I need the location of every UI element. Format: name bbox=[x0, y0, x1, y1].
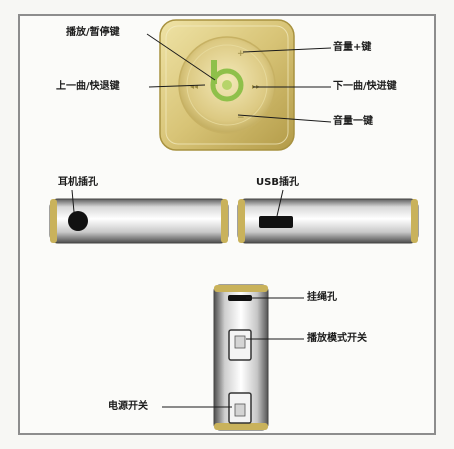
leader-lines-side bbox=[71, 189, 284, 217]
label-play-mode-switch: 播放模式开关 bbox=[307, 333, 367, 344]
usb-port-hole bbox=[259, 216, 293, 228]
label-prev-rewind: 上一曲/快退键 bbox=[56, 81, 120, 92]
label-volume-up: 音量+键 bbox=[333, 42, 372, 53]
label-play-pause: 播放/暂停键 bbox=[66, 27, 120, 38]
label-power-switch: 电源开关 bbox=[108, 401, 148, 412]
front-face: + − ◂◂ ▸▸ bbox=[159, 19, 295, 151]
prev-track-icon: ◂◂ bbox=[190, 82, 198, 91]
vertical-side-view bbox=[213, 284, 269, 431]
volume-minus-icon: − bbox=[237, 113, 245, 123]
lanyard-hole bbox=[228, 295, 252, 301]
label-volume-down: 音量一键 bbox=[333, 116, 373, 127]
headphone-jack-hole bbox=[68, 211, 88, 231]
center-logo-icon bbox=[210, 60, 244, 102]
usb-side-view bbox=[237, 198, 419, 244]
leader-lines-front bbox=[146, 33, 332, 123]
label-headphone-jack: 耳机插孔 bbox=[58, 177, 98, 188]
label-usb-port: USB插孔 bbox=[256, 177, 299, 188]
volume-plus-icon: + bbox=[237, 49, 245, 59]
headphone-side-view bbox=[49, 198, 229, 244]
label-lanyard-hole: 挂绳孔 bbox=[307, 292, 337, 303]
label-next-forward: 下一曲/快进键 bbox=[333, 81, 397, 92]
leader-lines-vertical bbox=[162, 297, 304, 408]
